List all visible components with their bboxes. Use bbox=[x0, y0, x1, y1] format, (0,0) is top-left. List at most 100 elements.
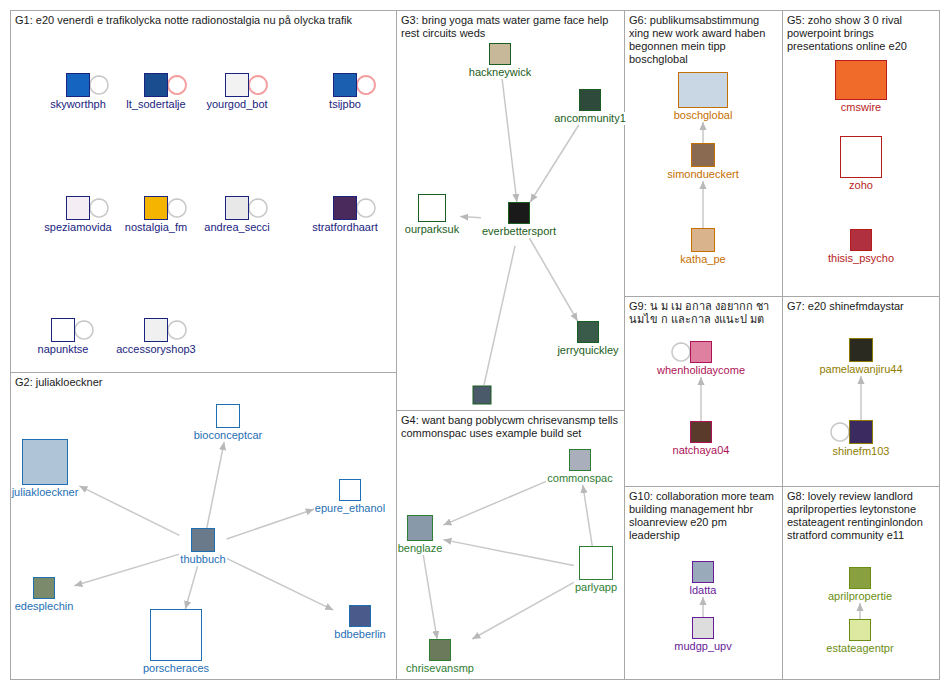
vertex-label: whenholidaycome bbox=[656, 364, 746, 377]
vertex-label: zoho bbox=[848, 179, 874, 192]
group-title: G8: lovely review landlord aprilproperti… bbox=[783, 487, 939, 545]
group-box: G10: collaboration more team building ma… bbox=[624, 486, 783, 680]
vertex-icon bbox=[349, 605, 371, 627]
vertex-icon bbox=[691, 228, 715, 252]
vertex-node: cmswire bbox=[835, 60, 887, 114]
vertex-node: ourparksuk bbox=[404, 194, 460, 236]
vertex-node: estateagentpr bbox=[825, 619, 894, 655]
group-box: G4: want bang poblycwm chrisevansmp tell… bbox=[396, 410, 625, 680]
vertex-icon bbox=[849, 567, 871, 589]
vertex-label: everbettersport bbox=[481, 225, 557, 238]
vertex-icon bbox=[66, 73, 90, 97]
vertex-icon bbox=[690, 421, 712, 443]
vertex-node: parlyapp bbox=[574, 546, 618, 594]
vertex-label: ancommunity1 bbox=[553, 112, 627, 125]
vertex-label: aprilpropertie bbox=[827, 590, 893, 603]
vertex-label: shinefm103 bbox=[832, 445, 891, 458]
vertex-icon bbox=[144, 73, 168, 97]
vertex-node: thisis_psycho bbox=[827, 229, 895, 265]
edge-line bbox=[702, 597, 704, 617]
vertex-node: yourgod_bot bbox=[205, 73, 268, 111]
self-loop bbox=[249, 76, 267, 94]
vertex-label: mudgp_upv bbox=[673, 640, 733, 653]
vertex-icon bbox=[333, 196, 357, 220]
vertex-node: stratfordhaart bbox=[311, 196, 378, 234]
vertex-label: hackneywick bbox=[468, 66, 532, 79]
vertex-node: natchaya04 bbox=[672, 421, 731, 457]
vertex-node: andrea_secci bbox=[203, 196, 270, 234]
vertex-icon bbox=[22, 439, 68, 485]
vertex-label: tsijpbo bbox=[328, 98, 362, 111]
vertex-label: accessoryshop3 bbox=[115, 343, 197, 356]
self-loop bbox=[672, 343, 690, 361]
self-loop bbox=[249, 199, 267, 217]
vertex-label: andrea_secci bbox=[203, 221, 270, 234]
vertex-node: speziamovida bbox=[43, 196, 112, 234]
self-loop bbox=[357, 199, 375, 217]
vertex-node: aprilpropertie bbox=[827, 567, 893, 603]
vertex-icon bbox=[579, 546, 613, 580]
vertex-icon bbox=[429, 639, 451, 661]
edge-line bbox=[460, 217, 481, 218]
edge-line bbox=[74, 554, 179, 586]
vertex-icon bbox=[216, 404, 240, 428]
edge-line bbox=[859, 603, 861, 619]
vertex-label: cmswire bbox=[840, 101, 882, 114]
vertex-label: thubbuch bbox=[179, 553, 226, 566]
group-box: G8: lovely review landlord aprilproperti… bbox=[782, 486, 940, 680]
self-loop bbox=[831, 423, 849, 441]
vertex-label: bioconceptcar bbox=[193, 429, 264, 442]
vertex-label: nostalgia_fm bbox=[124, 221, 188, 234]
self-loop bbox=[168, 321, 186, 339]
vertex-label: jerryquickley bbox=[556, 344, 619, 357]
vertex-node: epure_ethanol bbox=[314, 479, 386, 515]
vertex-node: zoho bbox=[840, 136, 882, 192]
group-box: G6: publikumsabstimmung xing new work aw… bbox=[624, 10, 783, 297]
vertex-node: bioconceptcar bbox=[193, 404, 264, 442]
self-loop bbox=[168, 199, 186, 217]
edge-line bbox=[227, 558, 334, 610]
vertex-icon bbox=[691, 143, 715, 167]
vertex-label: katha_pe bbox=[679, 253, 726, 266]
group-title: G7: e20 shinefmdaystar bbox=[783, 297, 939, 316]
vertex-icon bbox=[508, 202, 530, 224]
group-box: G2: juliakloecknerbioconceptcarjuliakloe… bbox=[10, 372, 397, 680]
vertex-node: hackneywick bbox=[468, 43, 532, 79]
vertex-label: chrisevansmp bbox=[405, 662, 475, 675]
edge-line bbox=[702, 181, 704, 228]
edge-line bbox=[227, 509, 314, 539]
vertex-icon bbox=[333, 73, 357, 97]
vertex-node: whenholidaycome bbox=[656, 341, 746, 377]
vertex-node: boschglobal bbox=[673, 72, 734, 122]
edge-line bbox=[530, 125, 578, 202]
vertex-icon bbox=[225, 73, 249, 97]
group-title: G2: juliakloeckner bbox=[11, 373, 396, 392]
vertex-icon bbox=[418, 194, 446, 222]
vertex-icon bbox=[225, 196, 249, 220]
group-title: G5: zoho show 3 0 rival powerpoint bring… bbox=[783, 11, 939, 56]
vertex-node: everbettersport bbox=[481, 202, 557, 238]
vertex-node: commonspac bbox=[546, 449, 613, 485]
vertex-node: tsijpbo bbox=[328, 73, 362, 111]
vertex-node: jerryquickley bbox=[556, 321, 619, 357]
edge-line bbox=[502, 79, 517, 202]
vertex-node: mudgp_upv bbox=[673, 617, 733, 653]
vertex-label: simondueckert bbox=[666, 168, 740, 181]
vertex-icon bbox=[579, 89, 601, 111]
vertex-label: bdbeberlin bbox=[333, 628, 386, 641]
vertex-label: stratfordhaart bbox=[311, 221, 378, 234]
vertex-icon bbox=[692, 561, 714, 583]
vertex-label: natchaya04 bbox=[672, 444, 731, 457]
vertex-node: skyworthph bbox=[49, 73, 107, 111]
vertex-icon bbox=[33, 577, 55, 599]
vertex-label: yourgod_bot bbox=[205, 98, 268, 111]
vertex-label: commonspac bbox=[546, 472, 613, 485]
group-title: G6: publikumsabstimmung xing new work aw… bbox=[625, 11, 782, 69]
group-title: G3: bring yoga mats water game face help… bbox=[397, 11, 624, 43]
vertex-label: epure_ethanol bbox=[314, 502, 386, 515]
edge-line bbox=[79, 486, 179, 535]
vertex-label: parlyapp bbox=[574, 581, 618, 594]
vertex-node: bdbeberlin bbox=[333, 605, 386, 641]
edge-line bbox=[472, 582, 574, 639]
